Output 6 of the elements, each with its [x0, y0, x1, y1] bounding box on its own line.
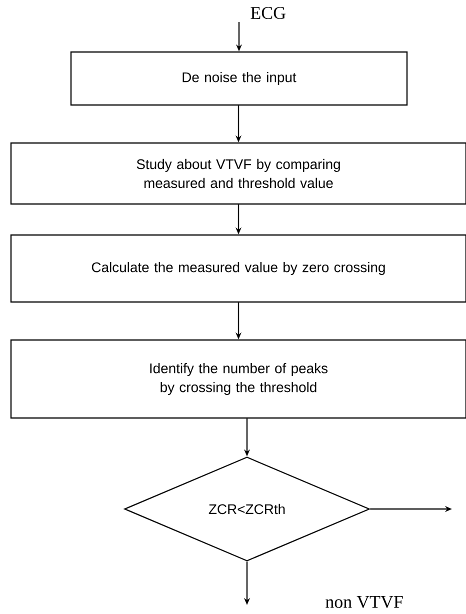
process-box: Calculate the measured value by zero crossing [10, 234, 466, 303]
text-label: ECG [250, 6, 286, 20]
process-box: De noise the input [70, 51, 408, 106]
process-box: Study about VTVF by comparing measured and threshold value [10, 142, 466, 205]
text-label: non VTVF [326, 596, 403, 608]
process-box: Identify the number of peaks by crossing the threshold [10, 339, 466, 419]
